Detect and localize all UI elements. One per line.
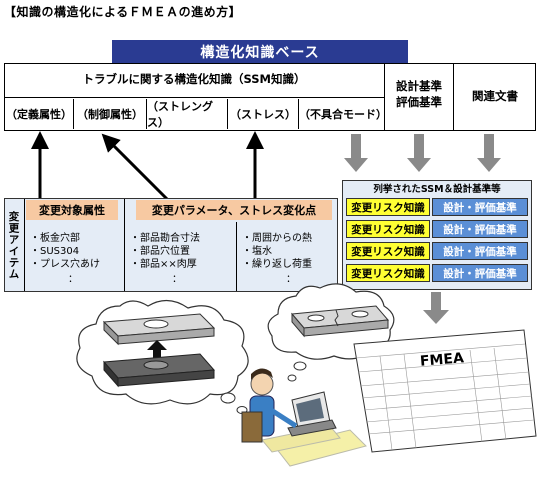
change-items-side-label: 変更アイテム (7, 210, 20, 280)
list-item: ・SUS304 (30, 246, 80, 257)
divider (453, 64, 454, 130)
down-arrow (477, 134, 501, 172)
down-arrow (344, 134, 368, 172)
listed-header: 列挙されたSSM＆設計基準等 (373, 184, 501, 195)
standard-box: 設計・評価基準 (432, 198, 528, 216)
risk-knowledge-box: 変更リスク知識 (346, 264, 430, 282)
divider (146, 99, 147, 129)
divider (227, 99, 228, 129)
down-arrow (423, 292, 449, 324)
ellipsis: ： (286, 274, 296, 285)
list-item: ・周囲からの熱 (242, 233, 312, 244)
divider (298, 99, 299, 129)
knowledge-base-banner: 構造化知識ベース (112, 40, 408, 64)
fmea-sheet (353, 329, 537, 453)
related-docs-label: 関連文書 (472, 89, 518, 103)
ellipsis: ： (68, 274, 78, 285)
list-item: ・塩水 (242, 246, 272, 257)
attr-failure-mode: （不具合モード） (299, 108, 387, 121)
target-attr-label: 変更対象属性 (26, 200, 118, 220)
risk-knowledge-box: 変更リスク知識 (346, 242, 430, 260)
divider (24, 199, 25, 291)
list-item: ・板金穴部 (30, 233, 80, 244)
diagonal-arrow (101, 133, 170, 202)
list-item: ・繰り返し荷重 (242, 259, 312, 270)
divider (384, 64, 385, 130)
divider (124, 199, 125, 291)
param-label: 変更パラメータ、ストレス変化点 (136, 200, 332, 220)
divider (236, 222, 237, 291)
engineer-illustration (241, 368, 367, 467)
thought-cloud-right (267, 283, 395, 382)
risk-knowledge-box: 変更リスク知識 (346, 220, 430, 238)
standards-label-1: 設計基準 (396, 79, 442, 93)
standard-box: 設計・評価基準 (432, 220, 528, 238)
divider (5, 97, 384, 98)
divider (73, 99, 74, 129)
gray-arrows (344, 134, 501, 324)
risk-knowledge-box: 変更リスク知識 (346, 198, 430, 216)
attr-control: （制御属性） (77, 108, 143, 121)
ssm-knowledge-label: トラブルに関する構造化知識（SSM知識） (82, 72, 306, 86)
attr-definition: （定義属性） (6, 108, 72, 121)
ellipsis: ： (172, 274, 182, 285)
attr-stress: （ストレス） (230, 108, 296, 121)
list-item: ・部品勘合寸法 (130, 233, 200, 244)
knowledge-box (4, 63, 536, 131)
thought-cloud-left (76, 299, 249, 414)
standard-box: 設計・評価基準 (432, 242, 528, 260)
standards-label-2: 評価基準 (396, 95, 442, 109)
list-item: ・部品××肉厚 (130, 259, 197, 270)
down-arrow (407, 134, 431, 172)
standard-box: 設計・評価基準 (432, 264, 528, 282)
list-item: ・プレス穴あけ (30, 259, 100, 270)
page-title: 【知識の構造化によるＦＭＥＡの進め方】 (4, 5, 242, 19)
list-item: ・部品穴位置 (130, 246, 190, 257)
fmea-title: FMEA (419, 350, 465, 370)
